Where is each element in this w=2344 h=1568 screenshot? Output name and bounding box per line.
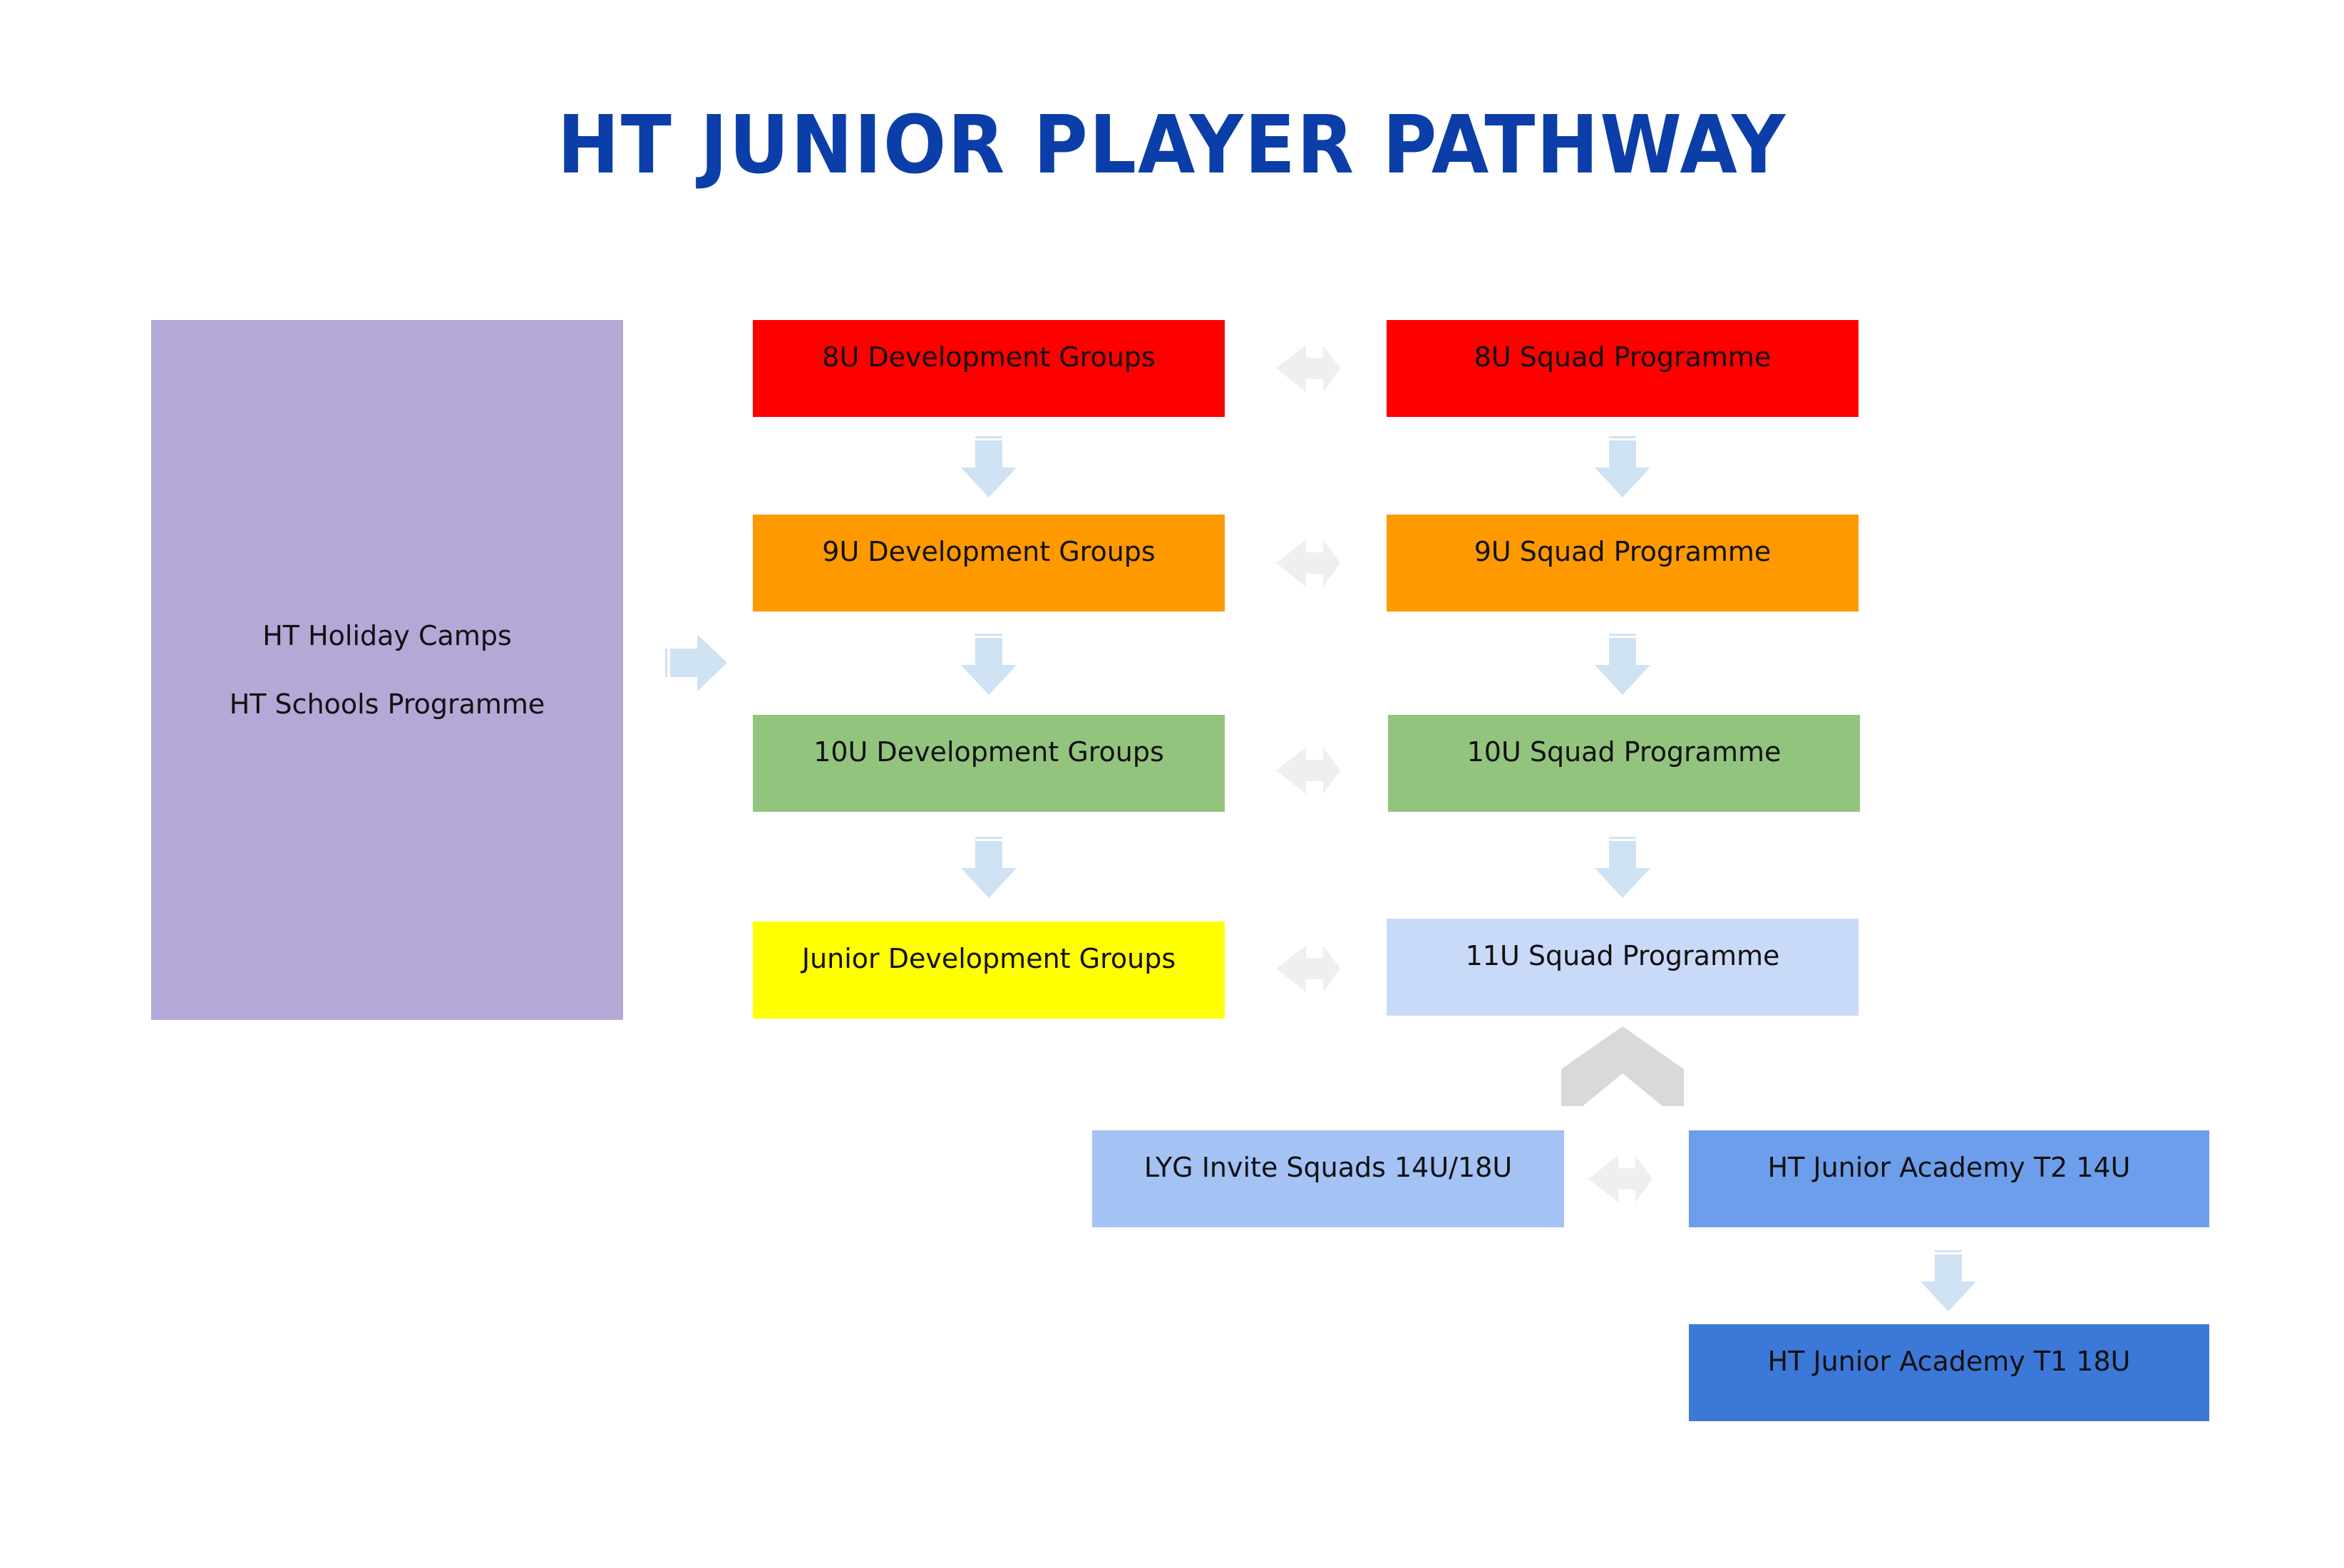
down-arrow-icon — [961, 841, 1017, 898]
box-8u-development-groups: 8U Development Groups — [753, 320, 1225, 417]
box-11u-squad-programme: 11U Squad Programme — [1387, 919, 1859, 1016]
box-9u-squad-programme: 9U Squad Programme — [1387, 515, 1859, 612]
down-arrow-icon — [1595, 638, 1650, 695]
schools-programme-label: HT Schools Programme — [229, 688, 545, 720]
double-arrow-icon — [1276, 345, 1340, 392]
down-arrow-icon — [1595, 440, 1650, 497]
double-arrow-icon — [1588, 1155, 1652, 1202]
down-arrow-icon — [1595, 841, 1650, 898]
split-chevron-icon — [1561, 1026, 1684, 1106]
down-arrow-icon — [1921, 1254, 1976, 1311]
holiday-camps-label: HT Holiday Camps — [262, 620, 512, 651]
box-9u-development-groups: 9U Development Groups — [753, 515, 1225, 612]
down-arrow-icon — [1935, 1250, 1962, 1252]
down-arrow-icon — [961, 638, 1017, 695]
box-lyg-invite-squads: LYG Invite Squads 14U/18U — [1092, 1130, 1564, 1227]
recreational-programmes-panel: HT Holiday Camps HT Schools Programme — [151, 320, 623, 1020]
box-academy-t1: HT Junior Academy T1 18U — [1689, 1324, 2209, 1421]
box-8u-squad-programme: 8U Squad Programme — [1387, 320, 1859, 417]
right-arrow-icon — [665, 649, 667, 677]
page-title: HT JUNIOR PLAYER PATHWAY — [557, 98, 1787, 192]
right-arrow-icon — [670, 634, 727, 691]
double-arrow-icon — [1276, 540, 1340, 587]
down-arrow-icon — [1609, 436, 1636, 438]
double-arrow-icon — [1276, 747, 1340, 794]
down-arrow-icon — [975, 837, 1002, 839]
box-10u-development-groups: 10U Development Groups — [753, 715, 1225, 812]
down-arrow-icon — [975, 436, 1002, 438]
box-junior-development-groups: Junior Development Groups — [753, 922, 1225, 1018]
down-arrow-icon — [961, 440, 1017, 497]
double-arrow-icon — [1276, 945, 1340, 992]
down-arrow-icon — [1609, 837, 1636, 839]
box-academy-t2: HT Junior Academy T2 14U — [1689, 1130, 2209, 1227]
box-10u-squad-programme: 10U Squad Programme — [1388, 715, 1860, 812]
down-arrow-icon — [975, 634, 1002, 636]
down-arrow-icon — [1609, 634, 1636, 636]
